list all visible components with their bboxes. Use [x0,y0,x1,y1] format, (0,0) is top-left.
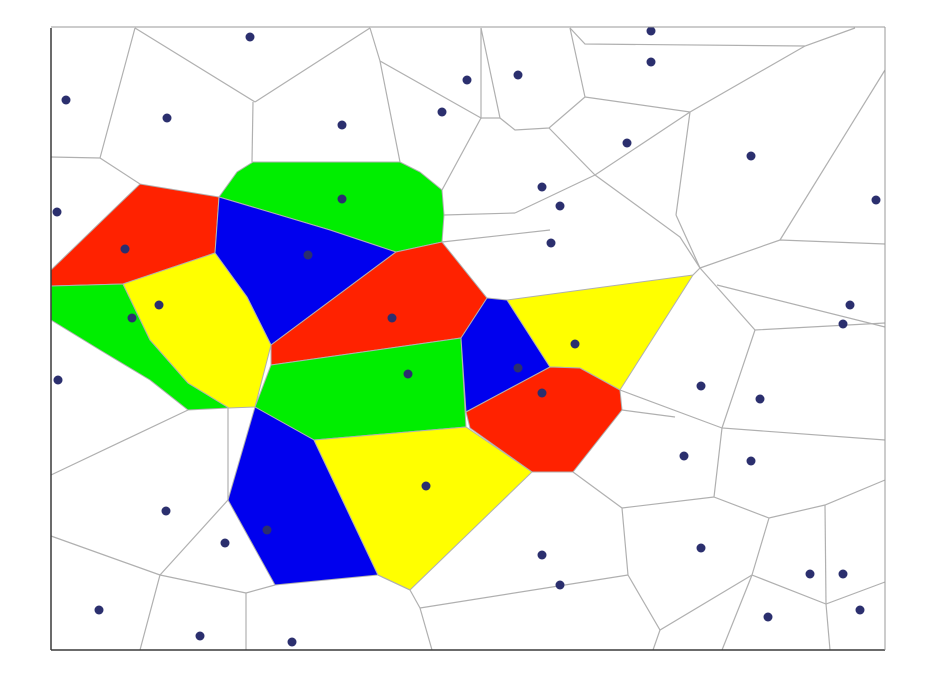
site-point-12 [52,207,62,217]
region-yellow-12 [313,426,533,591]
site-point-40 [555,580,565,590]
voronoi-edge-2 [99,27,136,159]
site-point-34 [421,481,431,491]
voronoi-edge-35 [621,507,753,631]
site-point-37 [262,525,272,535]
site-point-41 [805,569,815,579]
voronoi-sites [52,26,881,647]
site-point-17 [120,244,130,254]
voronoi-edge-16 [441,229,551,243]
site-point-23 [845,300,855,310]
site-point-7 [513,70,523,80]
site-point-6 [462,75,472,85]
site-point-31 [755,394,765,404]
voronoi-edge-3 [134,27,256,103]
site-point-11 [746,151,756,161]
site-point-33 [746,456,756,466]
site-point-32 [679,451,689,461]
site-point-22 [387,313,397,323]
voronoi-edge-43 [50,535,161,576]
site-point-10 [622,138,632,148]
region-blue-11 [227,406,379,586]
voronoi-edge-9 [480,27,586,131]
site-point-9 [437,107,447,117]
site-point-1 [245,32,255,42]
site-point-47 [855,605,865,615]
voronoi-edge-46 [50,409,189,476]
voronoi-edge-29 [621,496,715,509]
site-point-28 [537,388,547,398]
site-point-36 [220,538,230,548]
site-point-16 [871,195,881,205]
site-point-45 [287,637,297,647]
voronoi-edge-30 [751,517,886,605]
site-point-15 [337,194,347,204]
site-point-24 [838,319,848,329]
site-point-14 [555,201,565,211]
voronoi-edge-20 [675,214,701,269]
voronoi-edge-26 [619,389,723,429]
voronoi-edge-38 [419,607,433,651]
site-point-19 [546,238,556,248]
voronoi-edge-15 [443,212,516,216]
voronoi-edge-32 [721,574,753,651]
site-point-29 [53,375,63,385]
site-point-43 [94,605,104,615]
site-point-18 [303,250,313,260]
voronoi-edge-11 [569,27,806,47]
site-point-8 [646,57,656,67]
voronoi-edge-24 [716,284,886,328]
site-point-30 [696,381,706,391]
voronoi-edge-22 [779,69,886,241]
voronoi-edge-44 [159,499,229,576]
site-point-2 [646,26,656,36]
voronoi-edge-19 [675,111,691,216]
voronoi-edge-27 [621,409,676,418]
site-point-5 [337,120,347,130]
voronoi-edge-33 [824,504,827,605]
voronoi-edge-34 [572,471,623,509]
voronoi-edge-40 [652,629,661,651]
site-point-27 [403,369,413,379]
site-point-38 [696,543,706,553]
voronoi-edge-18 [692,267,701,276]
voronoi-edge-10 [584,27,856,113]
voronoi-edge-12 [441,117,482,191]
site-point-21 [127,313,137,323]
voronoi-edge-31 [825,603,831,651]
site-point-13 [537,182,547,192]
voronoi-edge-39 [377,574,411,591]
voronoi-edge-4 [254,27,371,103]
voronoi-edge-5 [251,101,254,163]
voronoi-edge-37 [409,589,421,609]
site-point-26 [513,363,523,373]
site-point-46 [763,612,773,622]
site-point-39 [537,550,547,560]
voronoi-edge-36 [419,574,629,609]
colored-regions [50,161,694,591]
site-point-4 [162,113,172,123]
site-point-44 [195,631,205,641]
voronoi-edges [50,27,886,651]
site-point-25 [570,339,580,349]
site-point-42 [838,569,848,579]
voronoi-edge-17 [594,174,701,269]
site-point-3 [61,95,71,105]
site-point-35 [161,506,171,516]
voronoi-edge-14 [514,174,596,214]
site-point-20 [154,300,164,310]
